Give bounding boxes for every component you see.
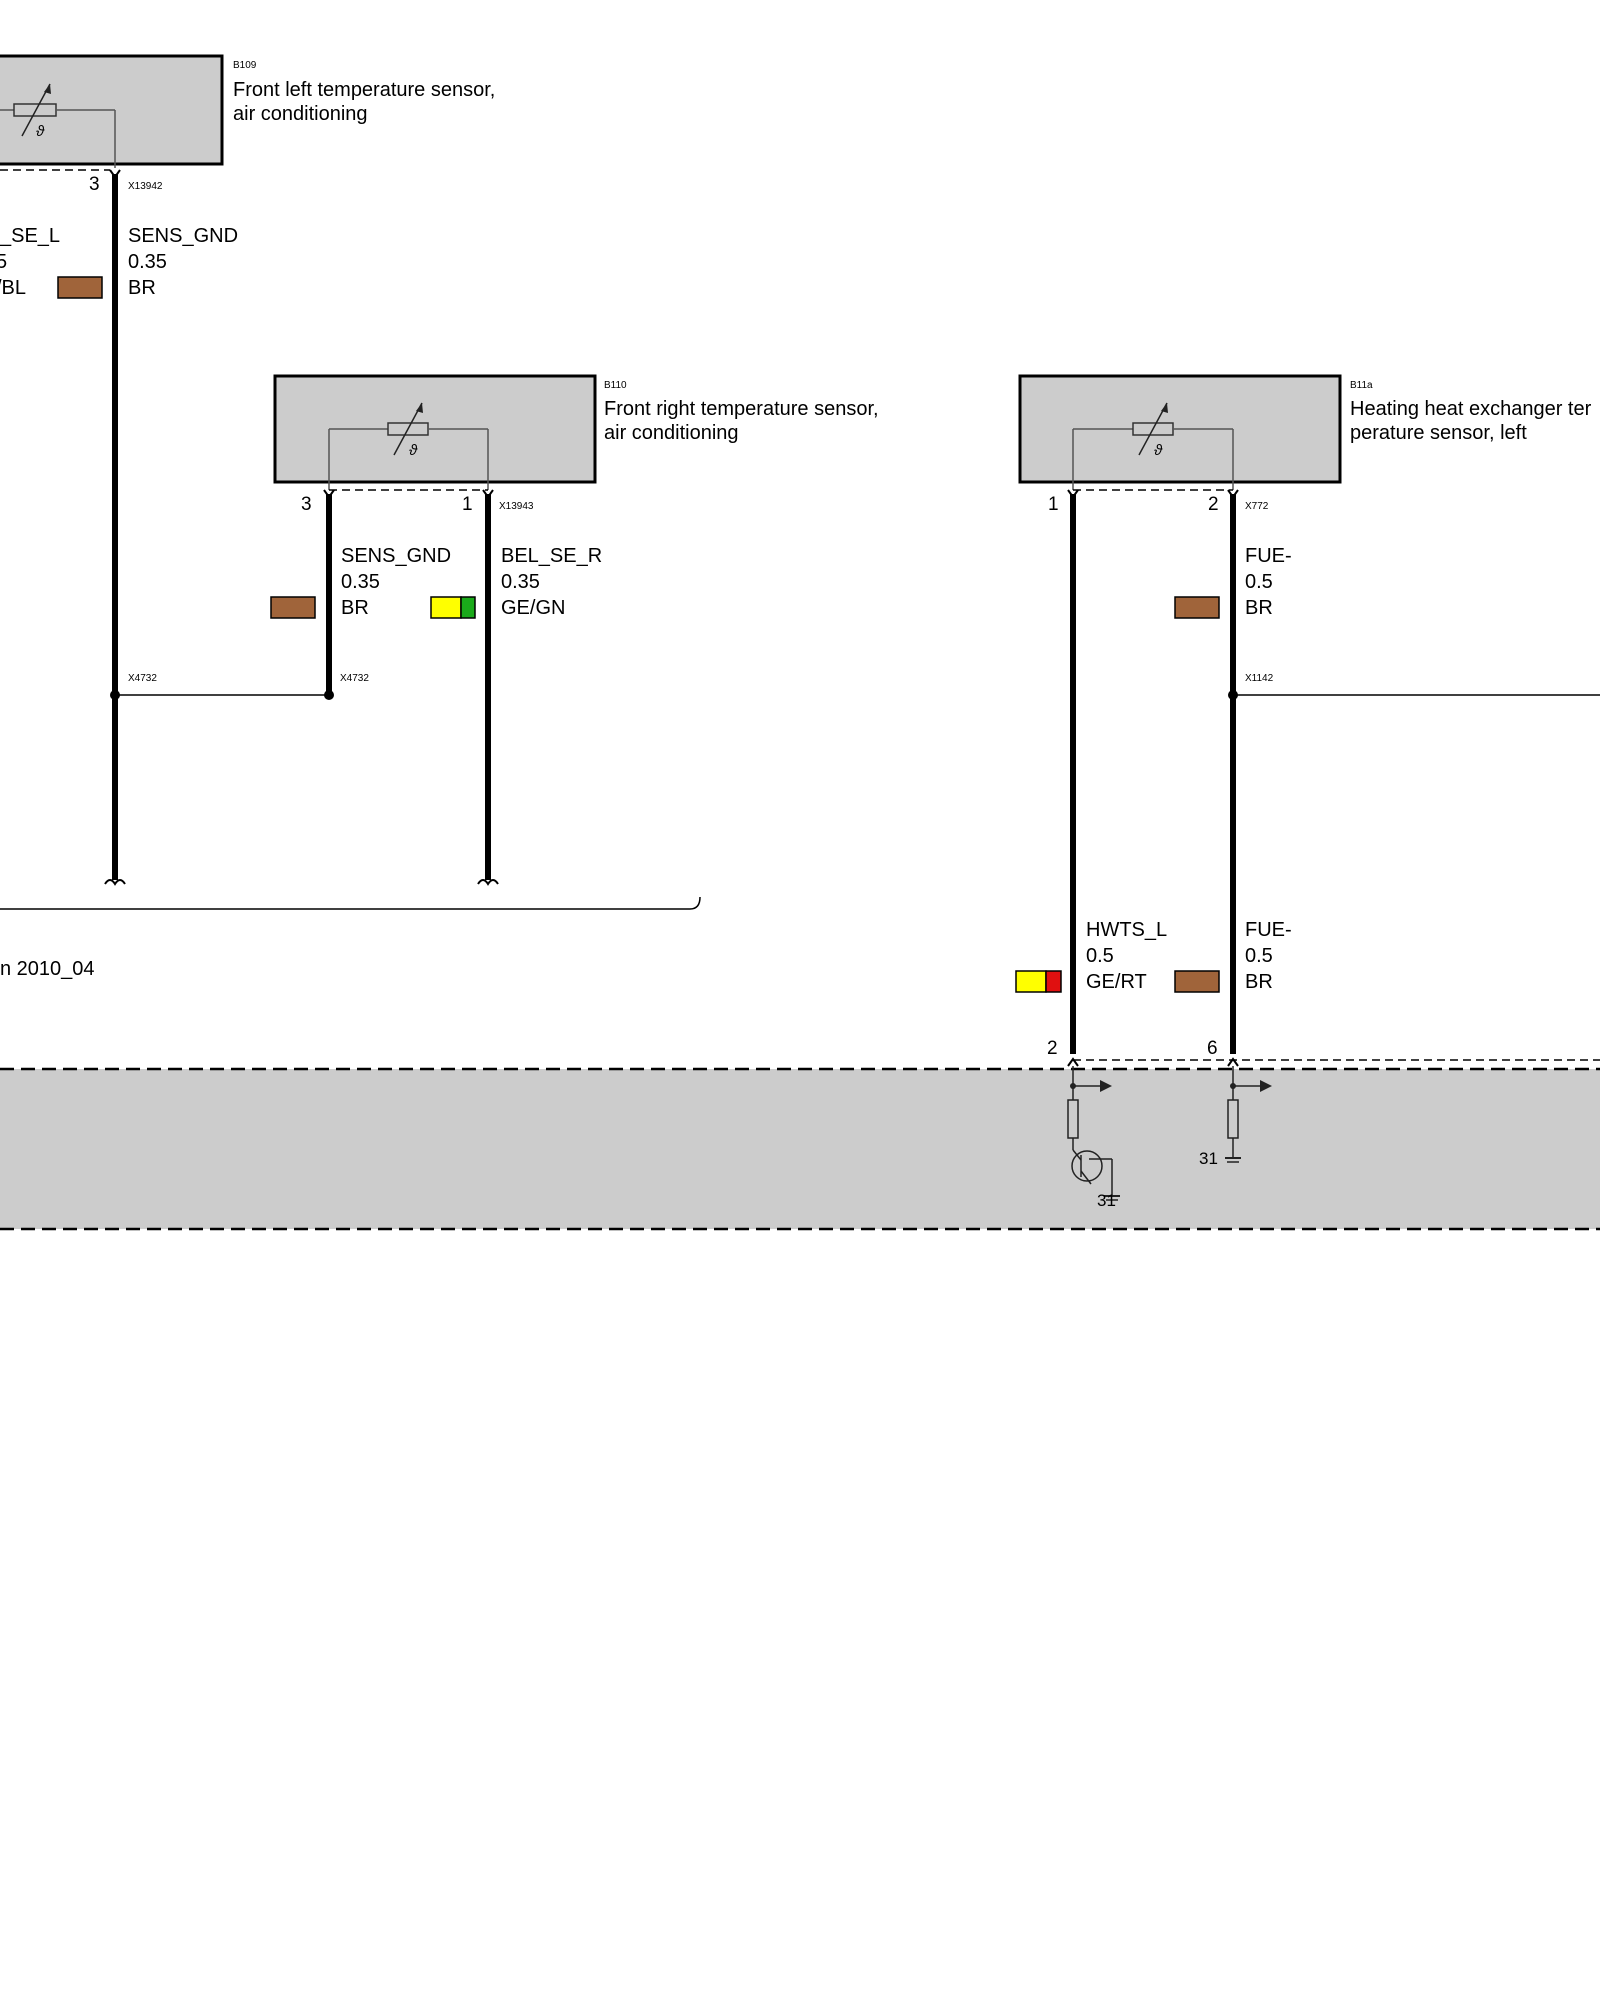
splice-x4732: X4732 X4732: [110, 673, 369, 700]
svg-text:0.5: 0.5: [1245, 945, 1273, 967]
svg-text:/BL: /BL: [0, 277, 26, 299]
component-b109[interactable]: ϑ B109 Front left temperature sensor, ai…: [0, 54, 495, 168]
svg-text:FUE-: FUE-: [1245, 919, 1292, 941]
wire-label-hwts: HWTS_L 0.5 GE/RT: [1015, 919, 1167, 993]
thermistor-symbol: ϑ: [0, 83, 116, 168]
color-swatch: [1015, 970, 1047, 993]
component-code: B109: [233, 60, 257, 71]
connector-id: X13943: [499, 501, 534, 512]
ground-label: 31: [1199, 1149, 1218, 1168]
control-unit[interactable]: [0, 1067, 1600, 1231]
svg-text:X4732: X4732: [128, 673, 157, 684]
svg-text:BR: BR: [1245, 597, 1273, 619]
color-swatch: [270, 596, 316, 619]
wire-b109-sens-gnd[interactable]: [104, 174, 126, 886]
group-bracket: [0, 896, 701, 910]
wire-label-b11a-top: FUE- 0.5 BR: [1174, 545, 1292, 619]
note-text: n 2010_04: [0, 958, 95, 980]
component-title-line1: Heating heat exchanger ter: [1350, 398, 1592, 420]
pin-number: 1: [462, 494, 473, 515]
component-b11a[interactable]: ϑ B11a Heating heat exchanger ter peratu…: [1018, 374, 1592, 490]
svg-text:_SE_L: _SE_L: [0, 225, 60, 247]
svg-text:HWTS_L: HWTS_L: [1086, 919, 1167, 941]
svg-text:X4732: X4732: [340, 673, 369, 684]
svg-text:0.35: 0.35: [341, 571, 380, 593]
svg-text:BR: BR: [341, 597, 369, 619]
internal-circuit-fue: 31: [1199, 1066, 1272, 1168]
svg-text:BR: BR: [128, 277, 156, 299]
color-swatch: [57, 276, 103, 299]
svg-text:0.5: 0.5: [1245, 571, 1273, 593]
connector-id: X772: [1245, 501, 1269, 512]
pin-number: 3: [89, 174, 100, 195]
wire-b110-bel-se-r[interactable]: [477, 494, 499, 886]
internal-circuit-hwts: 31: [1067, 1066, 1120, 1210]
thermistor-symbol: ϑ: [328, 402, 489, 490]
wire-label-b110-gnd: SENS_GND 0.35 BR: [270, 545, 451, 619]
color-swatch: [430, 596, 462, 619]
component-code: B110: [604, 380, 627, 391]
component-title-line2: perature sensor, left: [1350, 422, 1527, 444]
wire-label-partial: _SE_L 5 /BL: [0, 225, 60, 299]
svg-text:0.5: 0.5: [1086, 945, 1114, 967]
pin-number: 1: [1048, 494, 1059, 515]
svg-text:SENS_GND: SENS_GND: [128, 225, 238, 247]
component-title-line1: Front right temperature sensor,: [604, 398, 879, 420]
svg-text:GE/GN: GE/GN: [501, 597, 565, 619]
pin-number: 3: [301, 494, 312, 515]
ground-label: 31: [1097, 1191, 1116, 1210]
color-swatch: [1174, 596, 1220, 619]
component-title-line2: air conditioning: [233, 103, 368, 125]
svg-text:5: 5: [0, 251, 7, 273]
wire-label-b109-gnd: SENS_GND 0.35 BR: [57, 225, 238, 299]
component-title-line1: Front left temperature sensor,: [233, 79, 495, 101]
svg-text:BR: BR: [1245, 971, 1273, 993]
wire-label-b110-sig: BEL_SE_R 0.35 GE/GN: [430, 545, 602, 619]
svg-text:0.35: 0.35: [128, 251, 167, 273]
svg-text:ϑ: ϑ: [36, 123, 45, 140]
svg-text:SENS_GND: SENS_GND: [341, 545, 451, 567]
splice-x1142: X1142: [1228, 673, 1600, 700]
component-b110[interactable]: ϑ B110 Front right temperature sensor, a…: [273, 374, 879, 490]
wire-label-fue-bottom: FUE- 0.5 BR: [1174, 919, 1292, 993]
svg-text:ϑ: ϑ: [1154, 442, 1163, 459]
svg-text:X1142: X1142: [1245, 673, 1274, 684]
pin-number: 6: [1207, 1038, 1218, 1059]
component-title-line2: air conditioning: [604, 422, 739, 444]
pin-number: 2: [1047, 1038, 1058, 1059]
svg-text:BEL_SE_R: BEL_SE_R: [501, 545, 602, 567]
connector-id: X13942: [128, 181, 163, 192]
svg-text:FUE-: FUE-: [1245, 545, 1292, 567]
svg-text:GE/RT: GE/RT: [1086, 971, 1147, 993]
component-code: B11a: [1350, 380, 1373, 391]
color-swatch: [1174, 970, 1220, 993]
thermistor-symbol: ϑ: [1072, 402, 1234, 490]
svg-text:0.35: 0.35: [501, 571, 540, 593]
pin-number: 2: [1208, 494, 1219, 515]
svg-text:ϑ: ϑ: [409, 442, 418, 459]
